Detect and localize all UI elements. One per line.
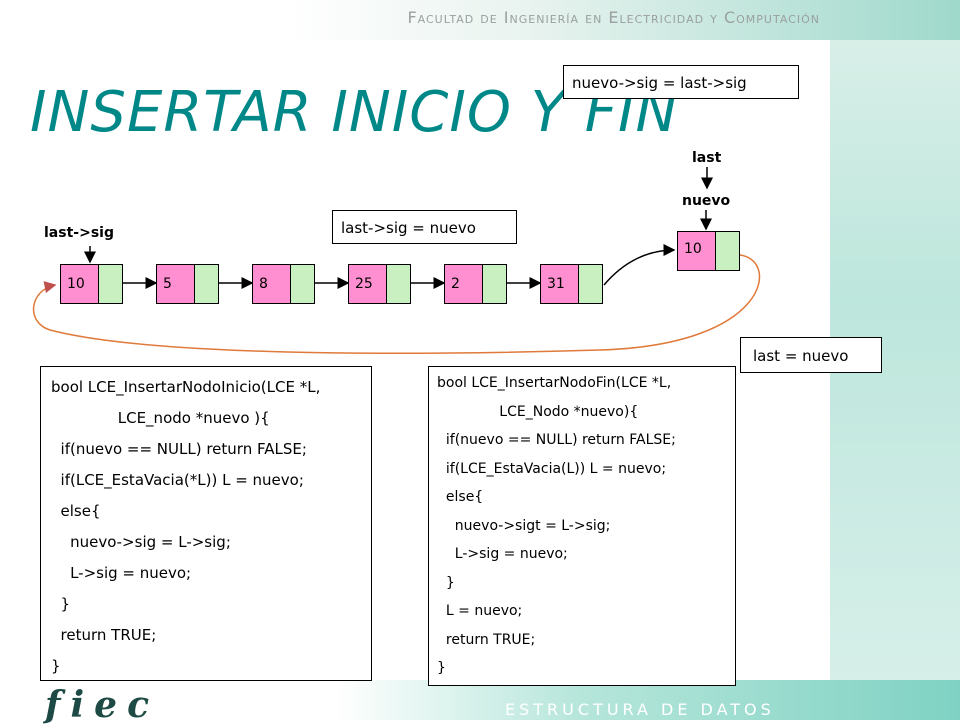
code-line: L = nuevo; xyxy=(437,603,523,619)
fiec-logo: fiec xyxy=(45,684,159,726)
code-line: else{ xyxy=(51,502,101,520)
label-last: last xyxy=(692,150,722,166)
code-line: bool LCE_InsertarNodoInicio(LCE *L, xyxy=(51,378,321,396)
code-line: } xyxy=(437,660,446,676)
footer-subtitle: ESTRUCTURA DE DATOS xyxy=(505,700,775,719)
code-insertar-inicio: bool LCE_InsertarNodoInicio(LCE *L, LCE_… xyxy=(40,366,372,681)
code-line: L->sig = nuevo; xyxy=(51,564,192,582)
callout-last-nuevo: last = nuevo xyxy=(740,337,882,373)
list-node-value: 25 xyxy=(348,264,387,304)
new-node-value: 10 xyxy=(677,231,716,271)
code-line: } xyxy=(437,574,455,591)
label-last-sig: last->sig xyxy=(44,225,114,241)
list-node-value: 2 xyxy=(444,264,483,304)
footer-band xyxy=(0,680,960,720)
list-node-value: 8 xyxy=(252,264,291,304)
code-line: if(LCE_EstaVacia(L)) L = nuevo; xyxy=(437,460,667,477)
header-band xyxy=(0,0,960,40)
code-line: if(nuevo == NULL) return FALSE; xyxy=(51,440,307,458)
list-node-pointer xyxy=(386,264,411,304)
code-line: if(nuevo == NULL) return FALSE; xyxy=(437,432,676,448)
label-nuevo: nuevo xyxy=(682,193,731,209)
code-line: LCE_Nodo *nuevo){ xyxy=(437,403,639,420)
code-line: bool LCE_InsertarNodoFin(LCE *L, xyxy=(437,375,672,391)
code-line: L->sig = nuevo; xyxy=(437,546,568,562)
code-line: LCE_nodo *nuevo ){ xyxy=(51,409,270,427)
list-node-value: 31 xyxy=(540,264,579,304)
list-node-pointer xyxy=(194,264,219,304)
callout-last-sig: last->sig = nuevo xyxy=(332,210,517,244)
faculty-header: Facultad de Ingeniería en Electricidad y… xyxy=(407,8,820,27)
callout-nuevo-sig: nuevo->sig = last->sig xyxy=(563,65,799,99)
code-line: return TRUE; xyxy=(437,631,536,648)
list-node-pointer xyxy=(290,264,315,304)
code-line: } xyxy=(51,657,61,675)
list-node-pointer xyxy=(482,264,507,304)
list-node-pointer xyxy=(578,264,603,304)
list-node-pointer xyxy=(98,264,123,304)
code-insertar-fin: bool LCE_InsertarNodoFin(LCE *L, LCE_Nod… xyxy=(428,366,736,686)
code-line: else{ xyxy=(437,489,484,505)
code-line: if(LCE_EstaVacia(*L)) L = nuevo; xyxy=(51,471,304,489)
list-node-value: 5 xyxy=(156,264,195,304)
list-node-value: 10 xyxy=(60,264,99,304)
code-line: nuevo->sig = L->sig; xyxy=(51,533,231,551)
code-line: } xyxy=(51,595,71,613)
code-line: return TRUE; xyxy=(51,626,157,644)
code-line: nuevo->sigt = L->sig; xyxy=(437,517,611,534)
new-node-pointer xyxy=(715,231,740,271)
